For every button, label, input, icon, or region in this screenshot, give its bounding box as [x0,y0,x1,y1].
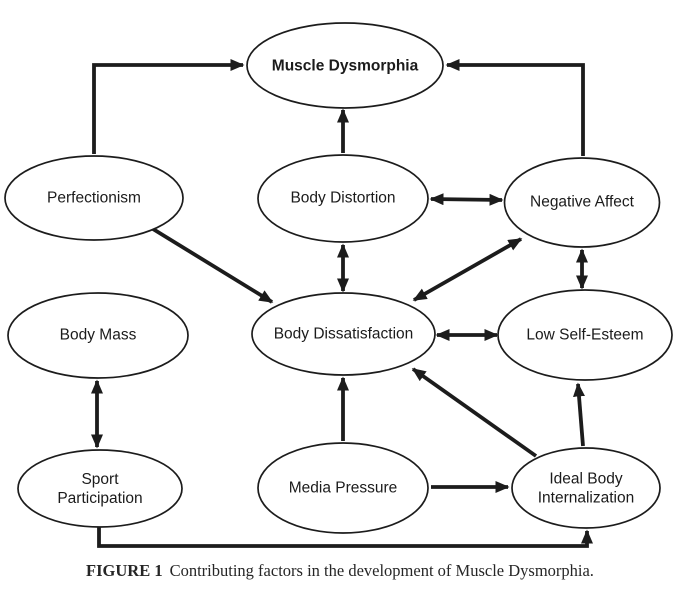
perfectionism-ellipse [4,155,184,241]
edge-perfectionism-to-muscle-dysmorphia [92,59,245,154]
muscle-dysmorphia-label: Muscle Dysmorphia [272,58,419,75]
sport-participation-label-line2: Participation [57,490,142,507]
low-self-esteem-ellipse [497,289,673,381]
figure-caption-text: Contributing factors in the development … [169,561,594,580]
node-perfectionism: Perfectionism [4,155,184,241]
perfectionism-label: Perfectionism [47,190,141,207]
node-low-self-esteem: Low Self-Esteem [497,289,673,381]
muscle-dysmorphia-diagram: Muscle Dysmorphia Perfectionism Body Dis… [4,22,673,548]
edge-body-dissatisfaction-negative-affect [412,237,523,302]
body-dissatisfaction-ellipse [251,292,436,376]
node-sport-participation: Sport Participation [17,449,183,528]
media-pressure-label: Media Pressure [289,480,398,497]
low-self-esteem-label: Low Self-Esteem [526,327,643,344]
ideal-body-internalization-label-line1: Ideal Body [549,471,622,488]
node-negative-affect: Negative Affect [503,157,661,248]
edge-perfectionism-to-body-dissatisfaction [152,227,274,304]
body-mass-ellipse [7,292,189,379]
node-ideal-body-internalization: Ideal Body Internalization [511,447,661,529]
edge-sport-participation-to-ideal-body-internalization [97,526,593,548]
edge-ideal-body-internalization-to-body-dissatisfaction [411,367,538,458]
sport-participation-label-line1: Sport [81,471,119,488]
body-distortion-label: Body Distortion [290,190,395,207]
ideal-body-internalization-ellipse [511,447,661,529]
figure-caption: FIGURE 1 Contributing factors in the deve… [0,561,680,581]
body-dissatisfaction-label: Body Dissatisfaction [274,326,414,343]
figure-caption-label: FIGURE 1 [86,561,163,580]
edge-ideal-body-internalization-to-low-self-esteem [573,382,585,447]
node-media-pressure: Media Pressure [257,442,429,534]
node-body-mass: Body Mass [7,292,189,379]
node-body-distortion: Body Distortion [257,154,429,243]
media-pressure-ellipse [257,442,429,534]
edge-body-distortion-negative-affect [429,193,504,206]
node-body-dissatisfaction: Body Dissatisfaction [251,292,436,376]
negative-affect-label: Negative Affect [530,194,635,211]
body-distortion-ellipse [257,154,429,243]
edge-negative-affect-to-muscle-dysmorphia [445,59,585,156]
node-muscle-dysmorphia: Muscle Dysmorphia [246,22,444,109]
sport-participation-ellipse [17,449,183,528]
body-mass-label: Body Mass [60,327,137,344]
negative-affect-ellipse [503,157,661,248]
diagram-canvas: Muscle Dysmorphia Perfectionism Body Dis… [4,22,673,548]
muscle-dysmorphia-ellipse [246,22,444,109]
ideal-body-internalization-label-line2: Internalization [538,490,635,507]
